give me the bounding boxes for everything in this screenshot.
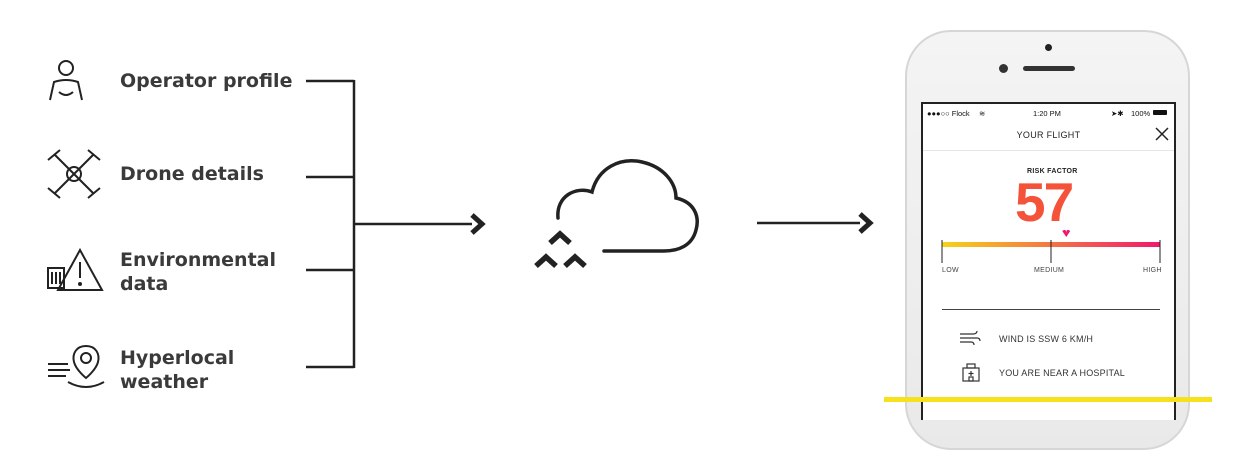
wind-info-text: WIND IS SSW 6 KM/H [999, 334, 1094, 344]
drone-icon [47, 149, 101, 199]
input-label-hyperlocal-2: weather [120, 371, 209, 393]
flow-connectors [306, 79, 874, 369]
phone-screen: ●●●○○ Flock ≋ 1:20 PM ➤✱ 100% YOUR FLIGH… [921, 102, 1176, 420]
risk-factor-value: 57 [1015, 171, 1074, 233]
battery-percent: 100% [1131, 109, 1151, 118]
sensor [999, 64, 1008, 73]
arrowhead-right-icon [470, 213, 486, 235]
close-icon[interactable] [1154, 126, 1170, 142]
page-title: YOUR FLIGHT [1016, 130, 1081, 140]
scale-high-label: HIGH [1143, 267, 1162, 274]
battery-icon [1153, 110, 1167, 115]
content-divider [942, 309, 1160, 310]
input-label-operator-profile: Operator profile [120, 70, 293, 92]
arrowhead-right-icon-2 [858, 212, 874, 234]
cloud-icon [556, 159, 699, 253]
wind-location-icon [48, 344, 105, 388]
scale-low-label: LOW [942, 267, 959, 274]
header-divider [923, 150, 1174, 151]
wifi-icon: ≋ [979, 109, 986, 118]
risk-marker-icon [1062, 229, 1071, 237]
person-icon [49, 60, 83, 101]
status-time: 1:20 PM [1033, 109, 1061, 118]
scale-medium-label: MEDIUM [1034, 267, 1065, 274]
input-label-environmental: Environmental [120, 249, 276, 271]
input-label-drone-details: Drone details [120, 163, 264, 185]
status-bar: ●●●○○ Flock ≋ 1:20 PM ➤✱ 100% [923, 104, 1174, 124]
building-warning-icon [47, 247, 104, 291]
location-bluetooth-icon: ➤✱ [1111, 109, 1124, 118]
wind-icon [960, 330, 981, 346]
flock-logo-icon [534, 230, 587, 269]
speaker [1023, 66, 1075, 71]
input-label-environmental-2: data [120, 273, 169, 295]
front-camera [1045, 44, 1052, 51]
risk-factor-label: RISK FACTOR [1027, 168, 1078, 175]
risk-scale [941, 229, 1161, 263]
hospital-info-text: YOU ARE NEAR A HOSPITAL [999, 368, 1125, 378]
carrier: ●●●○○ Flock [927, 109, 970, 118]
accent-bar [884, 397, 1212, 402]
input-label-hyperlocal: Hyperlocal [120, 347, 235, 369]
hospital-icon [962, 363, 980, 382]
